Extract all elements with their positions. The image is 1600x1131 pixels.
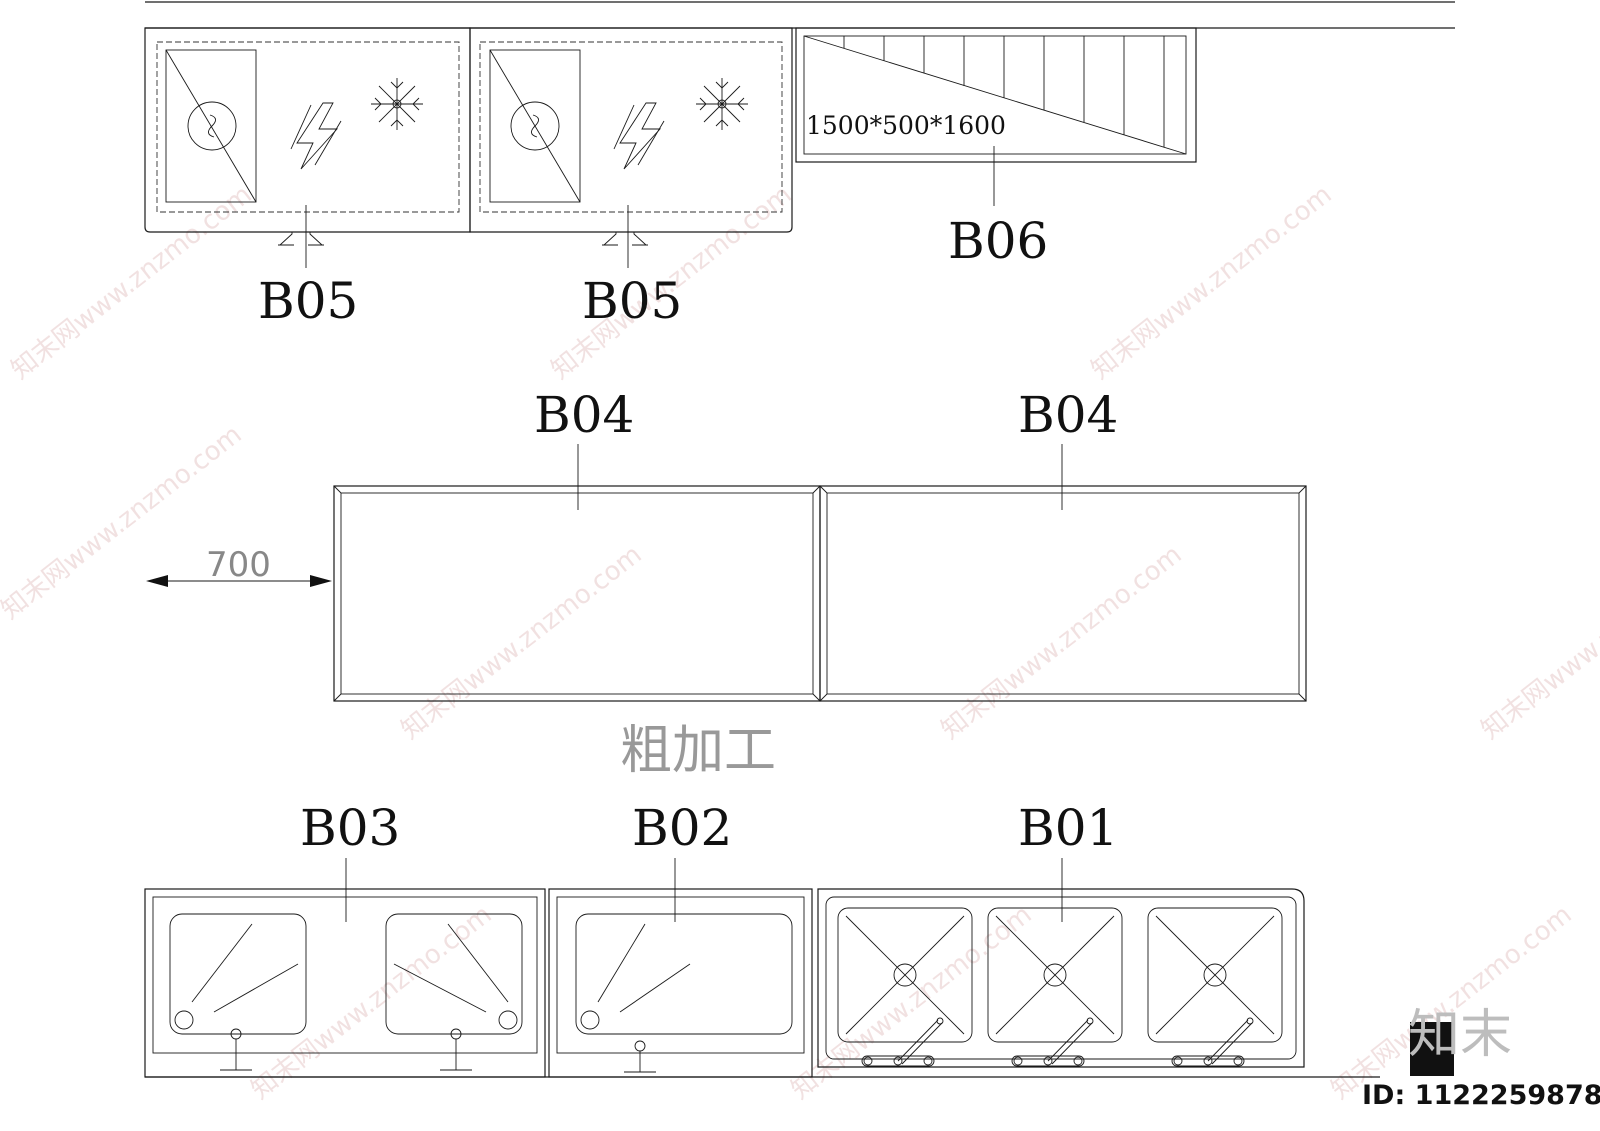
watermark: 知末网www.znzmo.com (1086, 180, 1338, 386)
dimension-700: 700 (206, 545, 271, 585)
id-label: ID: 1122259878 (1362, 1080, 1600, 1111)
stove-burner-icon (987, 907, 1123, 1043)
equipment-b04-right (819, 444, 1307, 702)
steamer-icon (208, 114, 216, 138)
label-b05-left: B05 (258, 272, 358, 330)
watermark: 知末网www.znzmo.com (786, 900, 1038, 1106)
watermark: 知末网www.znzmo.com (6, 180, 258, 386)
dimension-700-arrow (146, 575, 332, 587)
steamer-icon (531, 114, 539, 138)
label-b04-left: B04 (534, 386, 634, 444)
equipment-b01-triple-basin (817, 858, 1305, 1068)
snowflake-icon (696, 78, 748, 130)
watermark: 知末网www.znzmo.com (0, 420, 248, 626)
label-b05-right: B05 (582, 272, 682, 330)
label-b06: B06 (948, 212, 1048, 270)
watermark: 知末网www.znzmo.com (246, 900, 498, 1106)
sink-drain-icon (498, 1010, 518, 1030)
watermark: 知末网www.znzmo.com (1476, 540, 1600, 746)
equipment-b06-shelf (795, 27, 1197, 206)
zone-label: 粗加工 (620, 721, 776, 781)
equipment-b05-left (144, 27, 471, 268)
equipment-b03-double-sink (144, 858, 546, 1078)
faucet (1011, 1017, 1094, 1067)
lightning-icon (613, 102, 665, 170)
label-b04-right: B04 (1018, 386, 1118, 444)
dimension-b06: 1500*500*1600 (806, 111, 1006, 140)
lightning-icon (290, 102, 342, 170)
stove-burner-icon (1147, 907, 1283, 1043)
label-b01: B01 (1018, 799, 1118, 857)
watermark-layer: 知末网www.znzmo.com 知末网www.znzmo.com 知末网www… (0, 180, 1600, 1106)
watermark: 知末网www.znzmo.com (936, 540, 1188, 746)
brand-mark: 知末 (1408, 1005, 1512, 1065)
watermark: 知末网www.znzmo.com (396, 540, 648, 746)
equipment-b02-single-sink (548, 858, 813, 1078)
faucet (1171, 1017, 1254, 1067)
label-b03: B03 (300, 799, 400, 857)
sink-drain-icon (580, 1010, 600, 1030)
stove-burner-icon (837, 907, 973, 1043)
snowflake-icon (371, 78, 423, 130)
equipment-b05-right (469, 27, 793, 268)
brand-logo-block (1410, 1022, 1454, 1076)
label-b02: B02 (632, 799, 732, 857)
equipment-b04-left (333, 444, 821, 702)
faucet (861, 1017, 944, 1067)
sink-drain-icon (174, 1010, 194, 1030)
